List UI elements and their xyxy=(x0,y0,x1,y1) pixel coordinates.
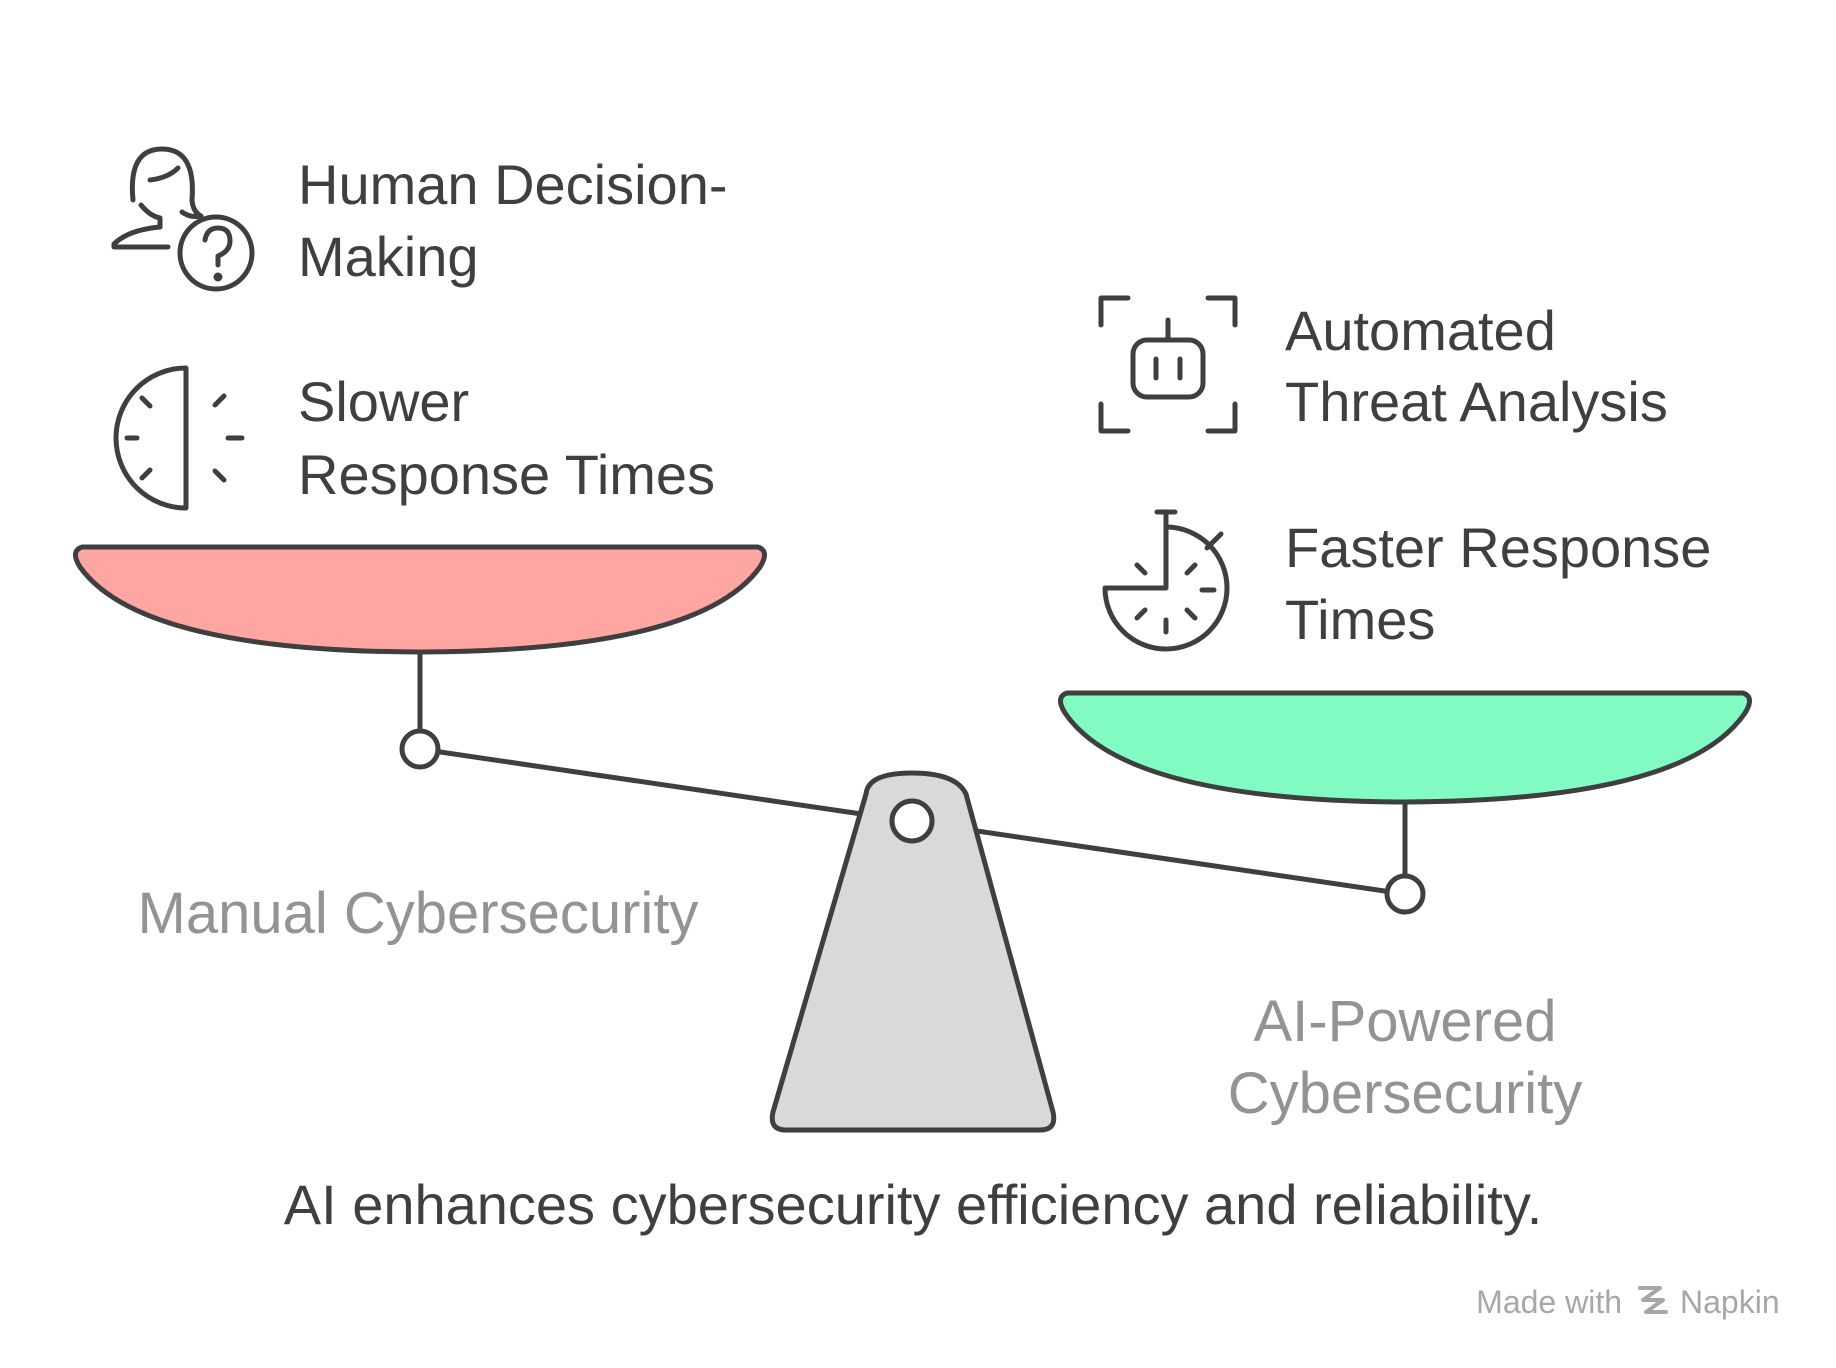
half-clock-icon xyxy=(113,365,245,511)
item-automated-threat-line2: Threat Analysis xyxy=(1285,370,1668,433)
napkin-logo-icon xyxy=(1638,1286,1668,1314)
manual-cybersecurity-label: Manual Cybersecurity xyxy=(138,881,699,946)
item-slower-response-line1: Slower xyxy=(298,370,469,433)
person-question-icon xyxy=(111,146,255,292)
ai-cybersecurity-label-line2: Cybersecurity xyxy=(1228,1061,1583,1126)
robot-scan-icon xyxy=(1098,295,1238,434)
item-human-decision-line2: Making xyxy=(298,225,479,288)
item-slower-response-line2: Response Times xyxy=(298,443,715,506)
footer-brand: Napkin xyxy=(1680,1284,1780,1320)
caption: AI enhances cybersecurity efficiency and… xyxy=(284,1173,1543,1236)
item-faster-response-line2: Times xyxy=(1285,588,1435,651)
fulcrum-pivot xyxy=(889,798,935,844)
footer-made-with: Made with xyxy=(1476,1284,1622,1320)
ai-cybersecurity-label-line1: AI-Powered xyxy=(1253,989,1556,1054)
fulcrum xyxy=(769,770,1057,1133)
left-pivot xyxy=(399,728,441,770)
left-pan xyxy=(73,544,767,655)
item-faster-response-line1: Faster Response xyxy=(1285,516,1711,579)
right-pan xyxy=(1058,690,1752,805)
item-automated-threat-line1: Automated xyxy=(1285,299,1556,362)
item-human-decision-line1: Human Decision- xyxy=(298,153,728,216)
right-pivot xyxy=(1384,873,1426,915)
stopwatch-icon xyxy=(1102,509,1230,652)
